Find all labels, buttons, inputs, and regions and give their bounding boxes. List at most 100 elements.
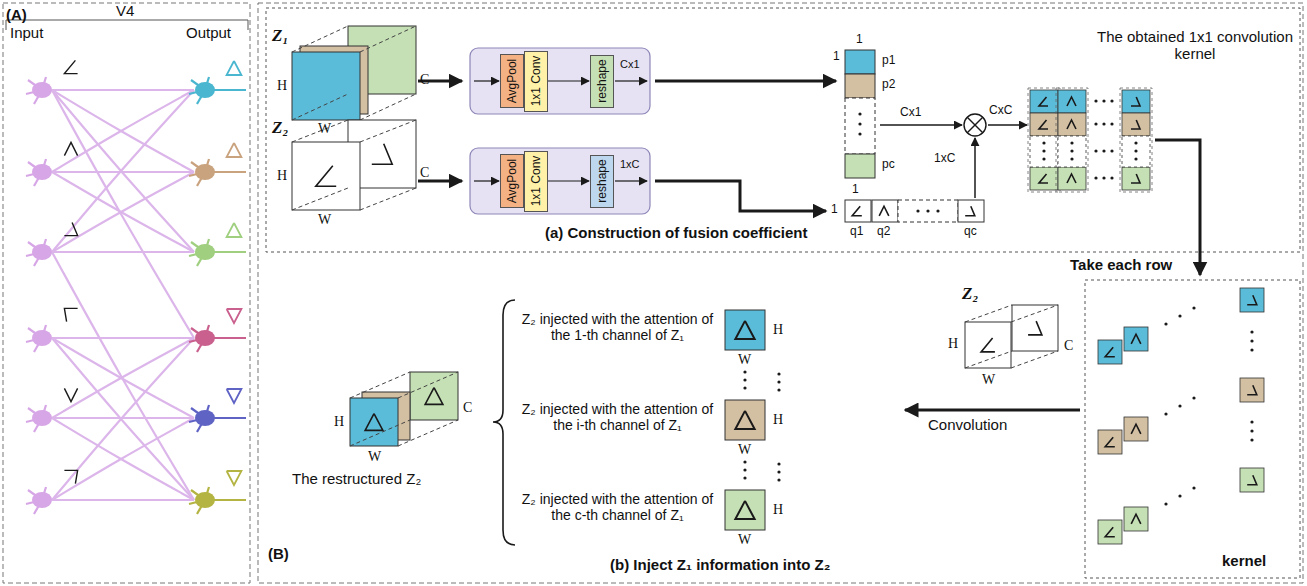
cube-edge — [965, 351, 1012, 368]
vector-cell — [898, 200, 958, 222]
multiply-symbol — [964, 114, 986, 136]
label-text: H — [277, 168, 287, 184]
label-text: Cx1 — [620, 58, 640, 71]
axon — [212, 89, 246, 91]
axon — [212, 171, 246, 173]
flow-arrow — [905, 409, 1080, 412]
shape-glyph — [1039, 97, 1048, 106]
flow-arrow — [880, 124, 962, 126]
cube-edge — [360, 120, 416, 142]
label-text: H — [773, 412, 783, 428]
label-text: C — [463, 400, 472, 416]
cube-edge — [350, 420, 410, 446]
synapse-line — [52, 90, 194, 338]
cube-edge — [360, 188, 416, 210]
column-frame — [1028, 88, 1060, 192]
ellipsis-dot — [743, 476, 746, 479]
vector-cell — [958, 200, 984, 222]
feature-map-face — [410, 372, 458, 420]
shape-glyph — [1028, 321, 1042, 335]
operation-label: 1x1 Conv — [529, 56, 543, 107]
shape-glyph — [1105, 437, 1115, 447]
label-text: W — [982, 372, 995, 388]
neuron-body — [195, 492, 215, 508]
cube-edge — [360, 94, 416, 120]
kernel-cell — [1240, 288, 1264, 312]
shape-glyph — [64, 60, 77, 73]
operation-box: reshape — [590, 155, 614, 208]
neuron-body — [32, 492, 52, 508]
cube-edge — [292, 94, 348, 120]
shape-glyph — [735, 411, 754, 429]
label-text: H — [773, 502, 783, 518]
ellipsis-dot — [1110, 149, 1113, 152]
ellipsis-dot — [777, 462, 780, 465]
matrix-cell — [1030, 167, 1058, 190]
kernel-cell — [1124, 417, 1148, 441]
matrix-cell — [1030, 136, 1058, 167]
ellipsis-dot — [777, 478, 780, 481]
shape-glyph — [1131, 334, 1141, 344]
axon — [212, 417, 246, 419]
label-text: 1 — [833, 50, 840, 64]
matrix-cell — [1030, 90, 1058, 113]
shape-glyph — [316, 166, 336, 186]
synapse-line — [52, 90, 194, 252]
ellipsis-dot — [743, 386, 746, 389]
operation-box: AvgPool — [500, 154, 524, 208]
neuron-body — [195, 164, 215, 180]
ellipsis-dot — [1134, 149, 1137, 152]
label-text: C — [1064, 338, 1073, 354]
multiply-symbol — [967, 117, 983, 133]
ellipsis-dot — [926, 209, 929, 212]
operation-box: reshape — [590, 55, 614, 108]
label-text: 1 — [852, 183, 859, 197]
operation-box: 1x1 Conv — [524, 151, 548, 212]
label-text: C — [420, 72, 429, 88]
shape-glyph — [425, 388, 443, 405]
ellipsis-dot — [1164, 502, 1167, 505]
ellipsis-dot — [777, 470, 780, 473]
synapse-line — [52, 89, 194, 91]
ellipsis-dot — [777, 380, 780, 383]
output-map — [725, 400, 765, 440]
label-text: Cx1 — [900, 106, 921, 120]
label-text: Input — [10, 24, 43, 41]
kernel-cell — [1240, 378, 1264, 402]
kernel-cell — [1124, 327, 1148, 351]
matrix-cell — [1122, 136, 1150, 167]
shape-glyph — [227, 309, 242, 323]
label-text: H — [948, 336, 958, 352]
feature-map-face — [292, 52, 360, 120]
ellipsis-dot — [1094, 122, 1097, 125]
shape-glyph — [1131, 97, 1140, 106]
shape-glyph — [227, 223, 242, 237]
label-text: W — [368, 449, 381, 465]
ellipsis-dot — [1102, 99, 1105, 102]
output-map — [725, 310, 765, 350]
neuron-body — [195, 410, 215, 426]
shape-glyph — [1247, 295, 1257, 305]
label-text: C — [420, 165, 429, 181]
axon — [212, 337, 246, 339]
cube-edge — [398, 420, 458, 446]
operation-label: reshape — [595, 159, 609, 202]
vector-cell — [845, 154, 875, 178]
kernel-frame — [1085, 280, 1300, 578]
column-frame — [1120, 88, 1152, 192]
matrix-cell — [1058, 90, 1086, 113]
shape-glyph — [735, 501, 754, 519]
shape-glyph — [227, 61, 242, 75]
connector-arrow — [548, 180, 589, 181]
ellipsis-dot — [1192, 306, 1195, 309]
ellipsis-dot — [777, 388, 780, 391]
ellipsis-dot — [777, 372, 780, 375]
ellipsis-dot — [1070, 157, 1073, 160]
matrix-cell — [1122, 113, 1150, 136]
ellipsis-dot — [1134, 141, 1137, 144]
label-text: 1 — [856, 33, 863, 47]
ellipsis-dot — [743, 378, 746, 381]
cube-edge — [292, 188, 348, 210]
cube-edge — [965, 305, 1012, 322]
label-text: The obtained 1x1 convolution kernel — [1091, 28, 1299, 63]
